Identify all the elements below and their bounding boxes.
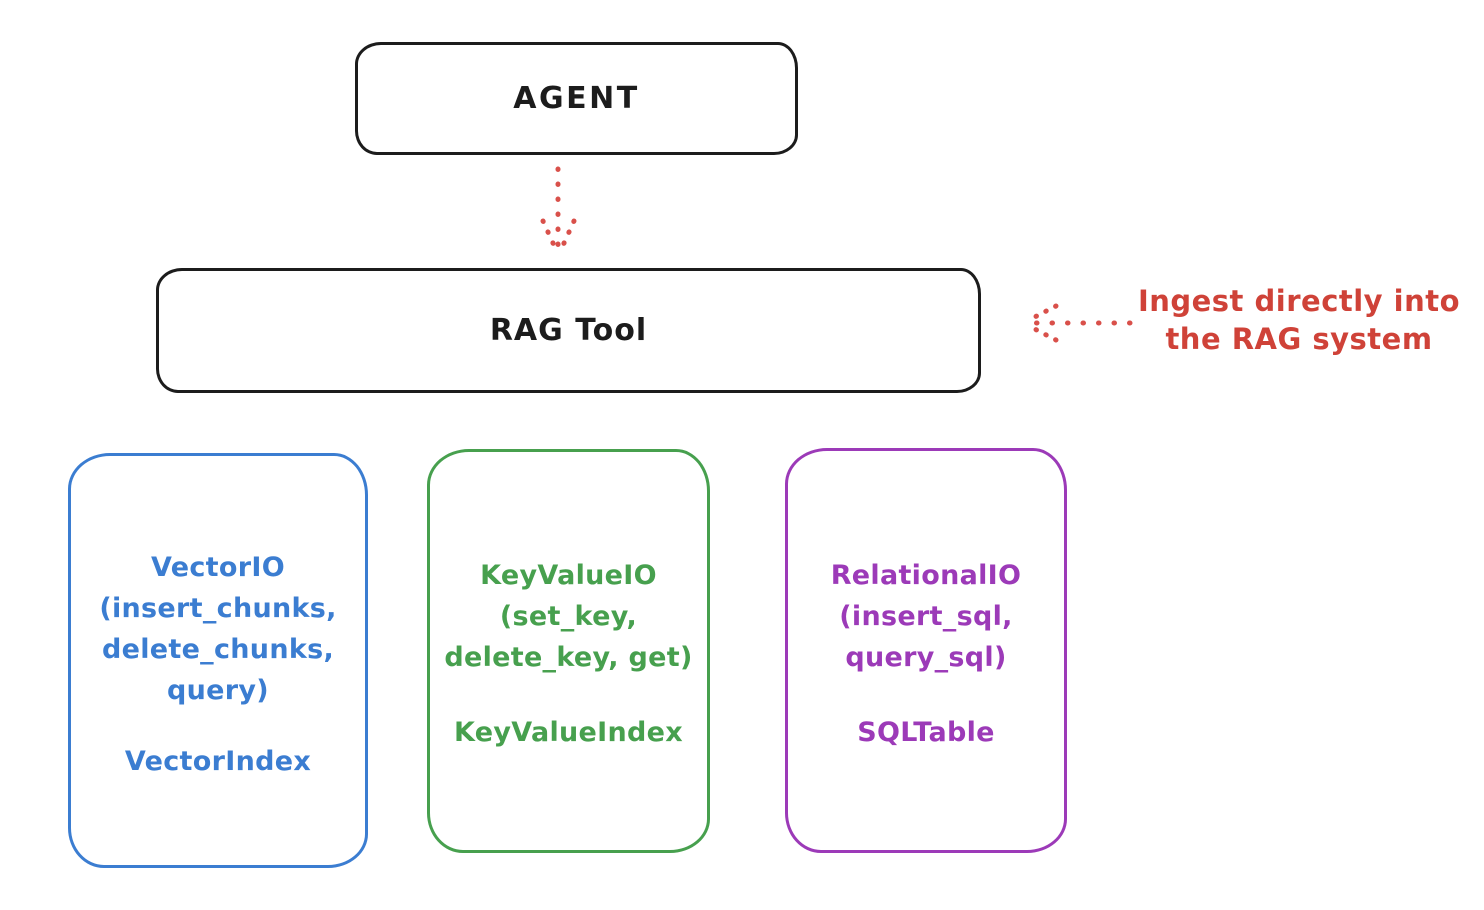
rag-tool-node: RAG Tool <box>156 268 981 393</box>
sql-table-label: SQLTable <box>857 717 995 748</box>
vector-io-params-3: query) <box>167 675 269 706</box>
relational-io-title: RelationalIO <box>830 560 1022 591</box>
ingest-annotation: Ingest directly into the RAG system <box>1110 282 1484 358</box>
ingest-annotation-line1: Ingest directly into <box>1137 284 1461 318</box>
vector-io-params-1: (insert_chunks, <box>99 593 337 624</box>
keyvalue-index-label: KeyValueIndex <box>453 717 683 748</box>
relational-io-params-1: (insert_sql, <box>839 601 1013 632</box>
rag-tool-label: RAG Tool <box>489 313 648 348</box>
relational-io-params-2: query_sql) <box>845 642 1007 673</box>
vector-io-box: VectorIO (insert_chunks, delete_chunks, … <box>68 453 368 868</box>
relational-io-box: RelationalIO (insert_sql, query_sql) SQL… <box>785 448 1067 853</box>
ingest-annotation-line2: the RAG system <box>1165 322 1433 356</box>
agent-to-rag-arrow <box>540 166 577 255</box>
agent-node: AGENT <box>355 42 798 155</box>
keyvalue-io-box: KeyValueIO (set_key, delete_key, get) Ke… <box>427 449 710 853</box>
keyvalue-io-params-2: delete_key, get) <box>444 642 693 673</box>
vector-io-params-2: delete_chunks, <box>101 634 335 665</box>
vector-index-label: VectorIndex <box>124 746 312 777</box>
keyvalue-io-params-1: (set_key, <box>499 601 638 632</box>
agent-label: AGENT <box>513 81 640 116</box>
vector-io-title: VectorIO <box>151 552 285 583</box>
keyvalue-io-title: KeyValueIO <box>480 560 657 591</box>
